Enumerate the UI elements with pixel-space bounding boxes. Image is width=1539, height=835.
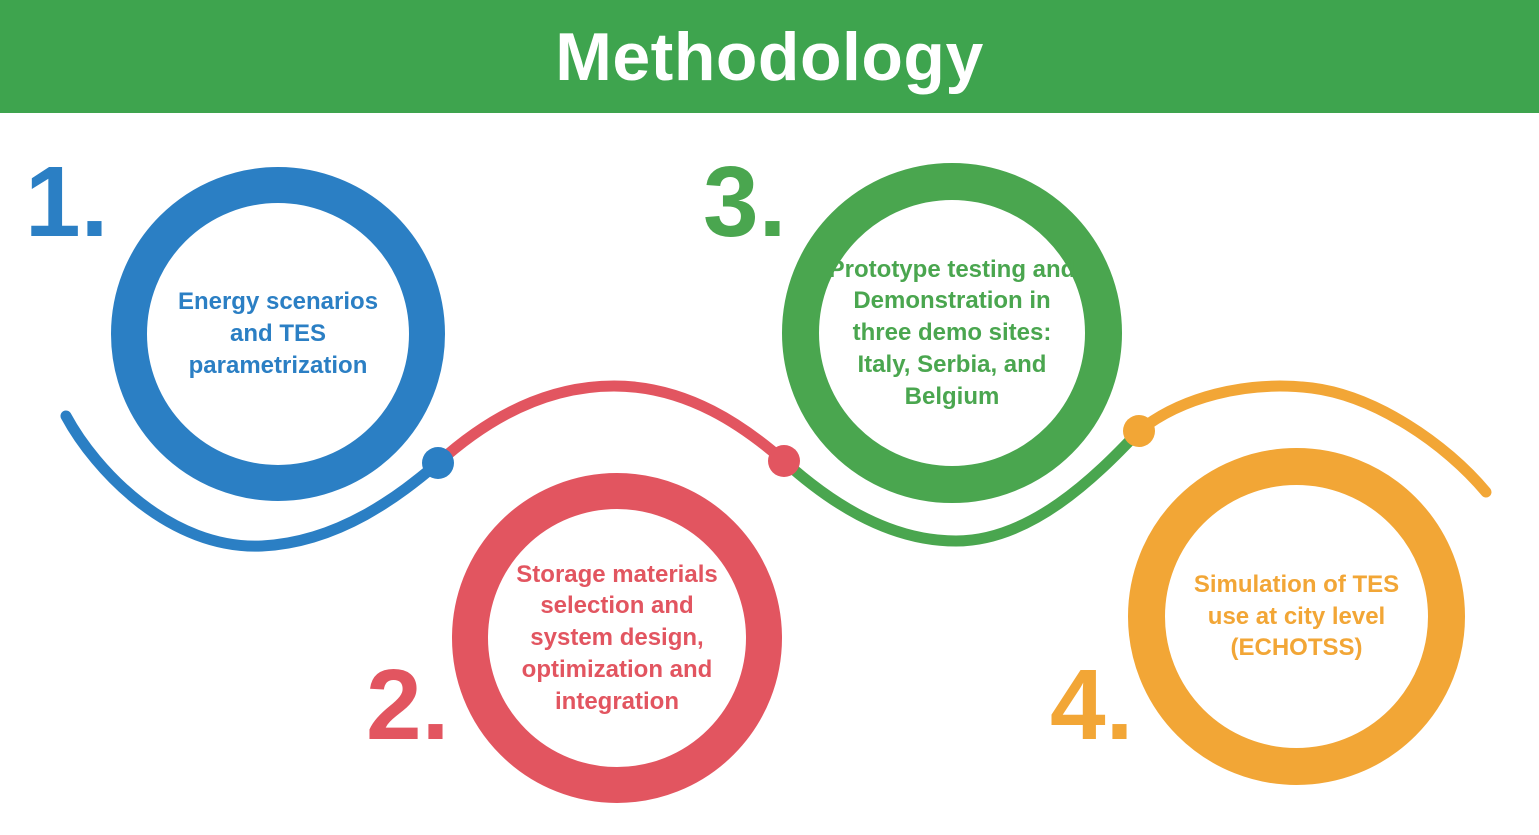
step-4-label: Simulation of TES use at city level (ECH… (1193, 570, 1400, 662)
connector-dot-1 (422, 447, 454, 479)
step-1-circle: Energy scenarios and TES parametrization (111, 167, 445, 501)
page-title: Methodology (555, 18, 984, 95)
step-2-circle: Storage materials selection and system d… (452, 473, 782, 803)
connector-curve-4 (1133, 380, 1492, 498)
step-3-circle: Prototype testing and Demonstration in t… (782, 163, 1122, 503)
step-4-circle: Simulation of TES use at city level (ECH… (1128, 448, 1465, 785)
step-3-label: Prototype testing and Demonstration in t… (828, 255, 1076, 410)
step-1-label: Energy scenarios and TES parametrization (177, 288, 379, 379)
header-banner: Methodology (0, 0, 1539, 113)
connector-dot-2 (768, 445, 800, 477)
connector-curve-1 (60, 410, 444, 552)
step-2-number: 2. (366, 649, 450, 761)
connector-curve-2 (432, 380, 790, 469)
step-4-number: 4. (1050, 649, 1134, 761)
step-1-number: 1. (25, 146, 109, 258)
connector-dot-3 (1123, 415, 1155, 447)
step-2-label: Storage materials selection and system d… (516, 560, 718, 715)
step-3-number: 3. (703, 146, 787, 258)
connector-curve-3 (778, 425, 1145, 547)
